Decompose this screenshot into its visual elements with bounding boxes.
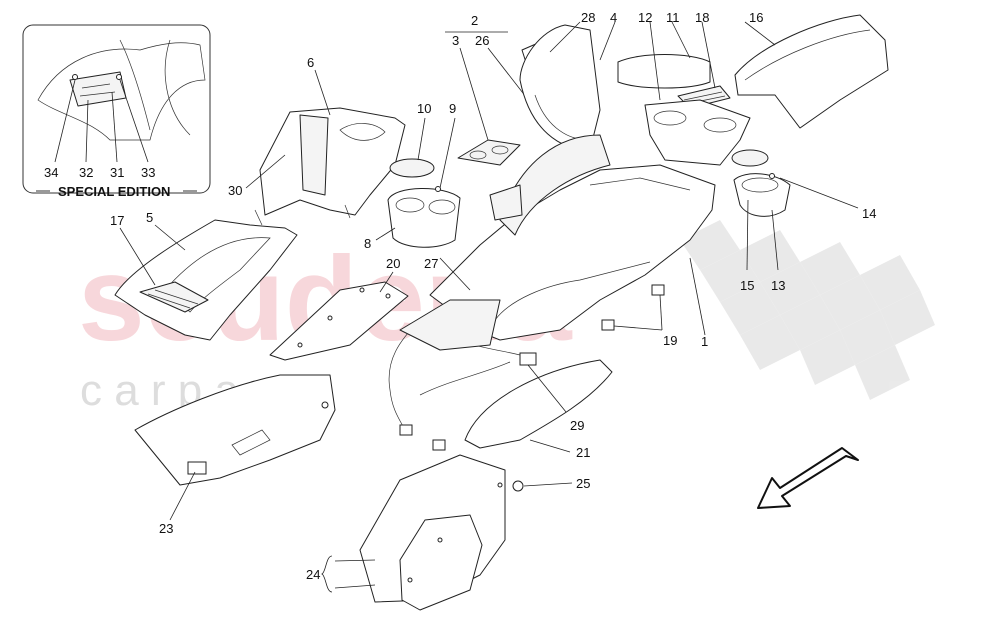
part-25-plug xyxy=(512,480,524,492)
part-27-wiring-harness xyxy=(388,299,521,451)
part-3-tray xyxy=(457,139,521,166)
callout-3: 3 xyxy=(452,33,459,48)
callout-13: 13 xyxy=(771,278,785,293)
callout-23: 23 xyxy=(159,521,173,536)
part-21-side-trim xyxy=(464,359,613,449)
special-edition-inset: SPECIAL EDITION xyxy=(22,24,211,199)
part-19-clip-a xyxy=(651,284,665,296)
callout-34: 34 xyxy=(44,165,58,180)
callout-16: 16 xyxy=(749,10,763,25)
part-5-tunnel-trim xyxy=(114,219,298,341)
part-29-bracket xyxy=(519,352,537,366)
callout-5: 5 xyxy=(146,210,153,225)
special-edition-caption: SPECIAL EDITION xyxy=(58,184,170,199)
part-13-cupholder xyxy=(733,173,791,217)
callout-24: 24 xyxy=(306,567,320,582)
callout-15: 15 xyxy=(740,278,754,293)
callout-9: 9 xyxy=(449,101,456,116)
callout-33: 33 xyxy=(141,165,155,180)
part-10-cover xyxy=(389,158,435,178)
callout-8: 8 xyxy=(364,236,371,251)
callout-31: 31 xyxy=(110,165,124,180)
direction-arrow-icon xyxy=(757,447,859,509)
callout-27: 27 xyxy=(424,256,438,271)
callout-28: 28 xyxy=(581,10,595,25)
callout-2: 2 xyxy=(471,13,478,28)
callout-29: 29 xyxy=(570,418,584,433)
callout-32: 32 xyxy=(79,165,93,180)
part-8-cupholder xyxy=(387,186,461,248)
callout-25: 25 xyxy=(576,476,590,491)
part-23-carpet-panel xyxy=(134,374,336,486)
callout-11: 11 xyxy=(666,10,680,25)
callout-17: 17 xyxy=(110,213,124,228)
part-12-cupholder-tray xyxy=(644,99,751,166)
part-16-lid-cover xyxy=(734,14,889,129)
callout-10: 10 xyxy=(417,101,431,116)
part-11-armrest-pad xyxy=(617,54,711,89)
callout-4: 4 xyxy=(610,10,617,25)
part-6-shifter-surround xyxy=(254,107,406,226)
part-24-carpet-pieces xyxy=(359,454,506,611)
part-20-side-panel xyxy=(269,281,409,361)
callout-21: 21 xyxy=(576,445,590,460)
callout-20: 20 xyxy=(386,256,400,271)
callout-6: 6 xyxy=(307,55,314,70)
callout-18: 18 xyxy=(695,10,709,25)
part-19-clip-b xyxy=(601,319,615,331)
part-15-cover xyxy=(731,149,769,167)
callout-1: 1 xyxy=(701,334,708,349)
callout-26: 26 xyxy=(475,33,489,48)
callout-30: 30 xyxy=(228,183,242,198)
part-28-armrest-upper xyxy=(519,24,601,151)
part-1-console-body xyxy=(429,134,716,341)
callout-19: 19 xyxy=(663,333,677,348)
checkered-flag-watermark xyxy=(680,220,935,400)
callout-12: 12 xyxy=(638,10,652,25)
callout-14: 14 xyxy=(862,206,876,221)
